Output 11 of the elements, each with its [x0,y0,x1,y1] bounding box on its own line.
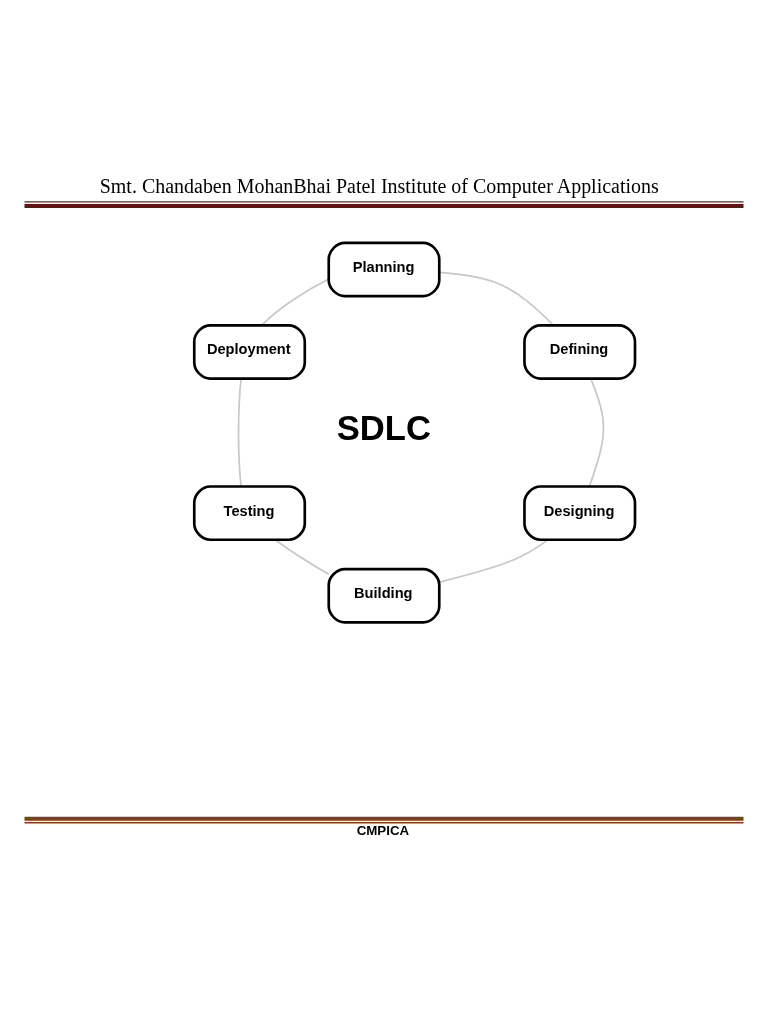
node-box: Testing [192,485,307,542]
diagram-title: Smt. Chandaben MohanBhai Patel Institute of Computer Applications [99,175,659,198]
node-box: Deployment [192,324,307,380]
node-box: Building [327,567,441,624]
connector [438,539,549,583]
label: SDLC [336,408,431,447]
connector [274,539,330,576]
node-box: Defining [523,324,637,380]
node-box: Designing [523,485,637,542]
label: CMPICA [356,823,410,839]
node-box: Planning [327,241,441,298]
